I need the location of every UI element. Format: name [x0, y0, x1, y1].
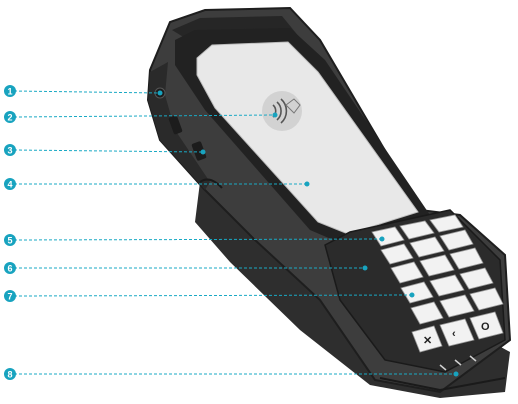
callout-target-dot — [380, 237, 385, 242]
callout-number: 4 — [7, 180, 12, 190]
payment-terminal-illustration: ✕ ‹ O — [148, 8, 510, 398]
callout-target-dot — [305, 182, 310, 187]
callout-number: 3 — [7, 146, 12, 156]
enter-key-icon: O — [481, 321, 490, 333]
callout-target-dot — [363, 266, 368, 271]
callout-number: 2 — [7, 113, 12, 123]
callout-target-dot — [273, 113, 278, 118]
callout-1: 1 — [4, 85, 163, 97]
callout-target-dot — [410, 293, 415, 298]
callout-number: 5 — [7, 236, 12, 246]
callout-target-dot — [158, 91, 163, 96]
callout-number: 8 — [7, 370, 12, 380]
contactless-icon — [262, 91, 302, 131]
callout-number: 6 — [7, 264, 12, 274]
clear-key-icon: ‹ — [452, 328, 456, 340]
callout-number: 1 — [7, 87, 12, 97]
callout-target-dot — [454, 372, 459, 377]
callout-line — [14, 91, 160, 93]
callout-target-dot — [201, 150, 206, 155]
callout-number: 7 — [7, 292, 12, 302]
cancel-key-icon: ✕ — [423, 335, 432, 347]
